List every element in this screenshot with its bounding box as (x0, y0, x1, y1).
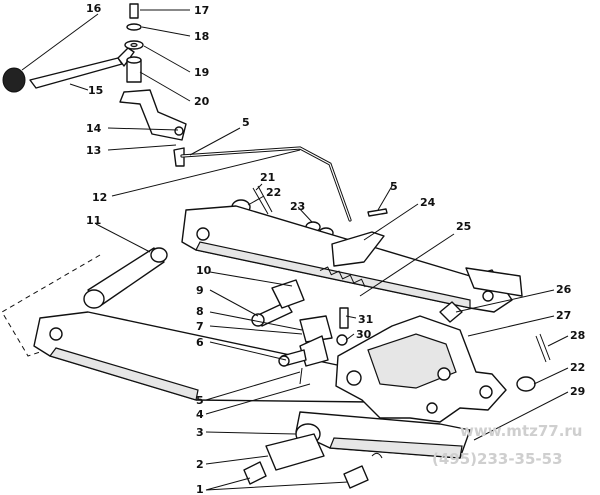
callout-labels: 16 17 18 19 20 15 14 13 5 12 11 21 22 23… (86, 2, 585, 495)
washer-18 (126, 23, 142, 31)
label-5-top: 5 (242, 116, 250, 129)
label-9: 9 (196, 284, 204, 297)
label-5-mid: 5 (390, 180, 398, 193)
pin-5-lower (299, 367, 303, 385)
watermark-site: www.mtz77.ru (460, 422, 583, 440)
watermark: www.mtz77.ru (495)233-35-53 (432, 422, 583, 468)
cotter-pin-28 (535, 333, 551, 363)
bolt-31 (339, 307, 349, 329)
label-30: 30 (356, 328, 372, 341)
label-15: 15 (88, 84, 103, 97)
dashed-leader (1, 254, 101, 357)
label-31: 31 (358, 313, 373, 326)
bolt-1-right (343, 465, 369, 489)
label-22-right: 22 (570, 361, 585, 374)
label-10: 10 (196, 264, 212, 277)
watermark-phone: (495)233-35-53 (432, 450, 563, 468)
label-7: 7 (196, 320, 204, 333)
bolt-1-left (243, 461, 267, 485)
fork-26 (465, 267, 523, 297)
link-7 (299, 315, 333, 343)
label-12: 12 (92, 191, 107, 204)
fork-10 (271, 279, 305, 309)
label-21: 21 (260, 171, 275, 184)
bracket-14 (119, 89, 187, 141)
label-13: 13 (86, 144, 101, 157)
label-18: 18 (194, 30, 209, 43)
label-27: 27 (556, 309, 571, 322)
label-25: 25 (456, 220, 471, 233)
label-17: 17 (194, 4, 209, 17)
leader-lines (21, 9, 569, 491)
upper-lift-arm (181, 205, 523, 313)
label-22-top: 22 (266, 186, 281, 199)
central-bracket-27 (335, 301, 551, 423)
label-8: 8 (196, 305, 204, 318)
label-16: 16 (86, 2, 102, 15)
label-4: 4 (196, 408, 204, 421)
cotter-pin-21 (252, 185, 273, 215)
spring-washer (371, 452, 383, 459)
spring-25 (319, 266, 366, 288)
label-23: 23 (290, 200, 305, 213)
label-24: 24 (420, 196, 436, 209)
pin-11-assembly (1, 247, 168, 357)
label-11: 11 (86, 214, 101, 227)
pin-5-upper (367, 208, 388, 217)
label-26: 26 (556, 283, 572, 296)
lever-15-crank (117, 47, 135, 67)
small-linkage-parts (251, 279, 349, 385)
label-3: 3 (196, 426, 204, 439)
pin-13 (173, 147, 185, 167)
label-5-low: 5 (196, 394, 204, 407)
nut-30 (336, 334, 348, 346)
bottom-hardware (243, 433, 383, 489)
label-2: 2 (196, 458, 204, 471)
bracket-24 (331, 231, 385, 267)
label-6: 6 (196, 336, 204, 349)
pin-26 (439, 301, 463, 323)
plate-2 (265, 433, 325, 471)
knob-16 (2, 67, 26, 93)
label-29: 29 (570, 385, 585, 398)
label-19: 19 (194, 66, 209, 79)
lever-15 (29, 57, 123, 89)
label-28: 28 (570, 329, 585, 342)
bolt-17 (129, 3, 139, 19)
label-20: 20 (194, 95, 210, 108)
washer-22-right (516, 376, 536, 392)
label-14: 14 (86, 122, 102, 135)
label-1: 1 (196, 483, 204, 495)
